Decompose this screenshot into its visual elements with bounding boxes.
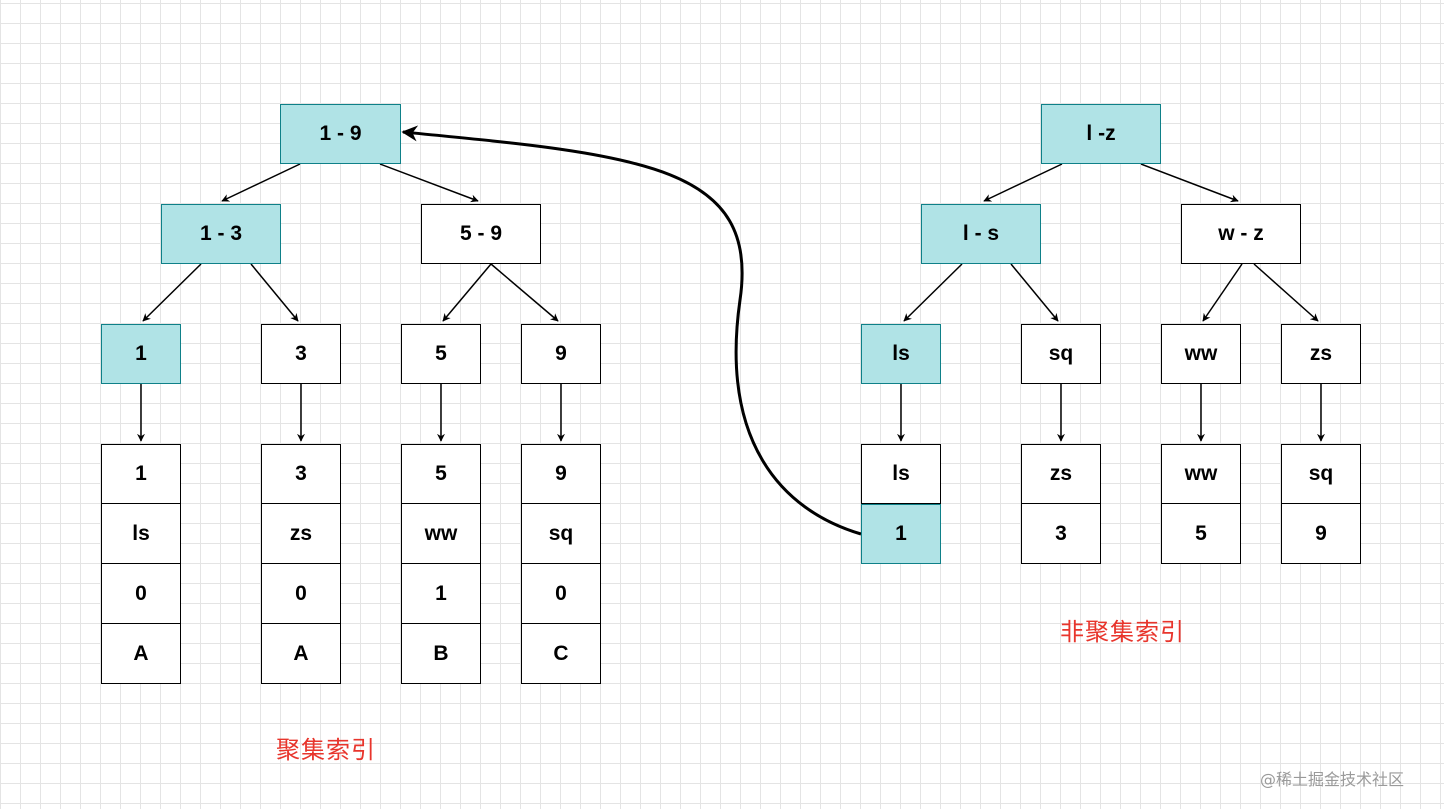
clustered-row-cell: 0 [261, 564, 341, 624]
nonclustered-row-cell: ls [861, 444, 941, 504]
edge-root-to-left [983, 163, 1063, 202]
edge-internal-to-leaf [903, 263, 963, 322]
nonclustered-internal-node: w - z [1181, 204, 1301, 264]
nonclustered-leaf-node: sq [1021, 324, 1101, 384]
clustered-row-cell: ls [101, 504, 181, 564]
edge-internal-to-leaf [1202, 263, 1243, 322]
clustered-row-cell: B [401, 624, 481, 684]
nonclustered-leaf-node: zs [1281, 324, 1361, 384]
clustered-row-cell: 9 [521, 444, 601, 504]
edge-internal-to-leaf [250, 263, 299, 322]
clustered-row-cell: zs [261, 504, 341, 564]
clustered-row-cell: A [261, 624, 341, 684]
clustered-leaf-node: 1 [101, 324, 181, 384]
clustered-index-caption: 聚集索引 [276, 736, 376, 764]
edge-internal-to-leaf [490, 263, 559, 322]
edge-internal-to-leaf [1253, 263, 1319, 322]
clustered-internal-node: 1 - 3 [161, 204, 281, 264]
edge-internal-to-leaf [142, 263, 202, 322]
clustered-row-cell: ww [401, 504, 481, 564]
nonclustered-row-pk-cell: 5 [1161, 504, 1241, 564]
nonclustered-row-cell: sq [1281, 444, 1361, 504]
clustered-leaf-node: 9 [521, 324, 601, 384]
clustered-leaf-node: 3 [261, 324, 341, 384]
nonclustered-row-cell: ww [1161, 444, 1241, 504]
nonclustered-root-node: l -z [1041, 104, 1161, 164]
edge-root-to-left [221, 163, 301, 202]
clustered-row-cell: A [101, 624, 181, 684]
nonclustered-row-cell: zs [1021, 444, 1101, 504]
nonclustered-leaf-node: ls [861, 324, 941, 384]
lookup-back-arrow [401, 125, 862, 536]
clustered-root-node: 1 - 9 [280, 104, 401, 164]
clustered-row-cell: 3 [261, 444, 341, 504]
edge-internal-to-leaf [1010, 263, 1059, 322]
nonclustered-internal-node: l - s [921, 204, 1041, 264]
clustered-row-cell: 1 [401, 564, 481, 624]
clustered-row-cell: 0 [521, 564, 601, 624]
edge-internal-to-leaf [442, 263, 492, 322]
clustered-row-cell: 1 [101, 444, 181, 504]
clustered-internal-node: 5 - 9 [421, 204, 541, 264]
nonclustered-leaf-node: ww [1161, 324, 1241, 384]
edge-root-to-right [379, 163, 479, 203]
nonclustered-row-pk-cell: 3 [1021, 504, 1101, 564]
clustered-row-cell: sq [521, 504, 601, 564]
nonclustered-row-pk-cell: 1 [861, 504, 941, 564]
edge-root-to-right [1140, 163, 1239, 203]
clustered-row-cell: 5 [401, 444, 481, 504]
clustered-leaf-node: 5 [401, 324, 481, 384]
clustered-row-cell: 0 [101, 564, 181, 624]
watermark: @稀土掘金技术社区 [1260, 770, 1405, 789]
nonclustered-row-pk-cell: 9 [1281, 504, 1361, 564]
nonclustered-index-caption: 非聚集索引 [1060, 618, 1185, 646]
clustered-row-cell: C [521, 624, 601, 684]
